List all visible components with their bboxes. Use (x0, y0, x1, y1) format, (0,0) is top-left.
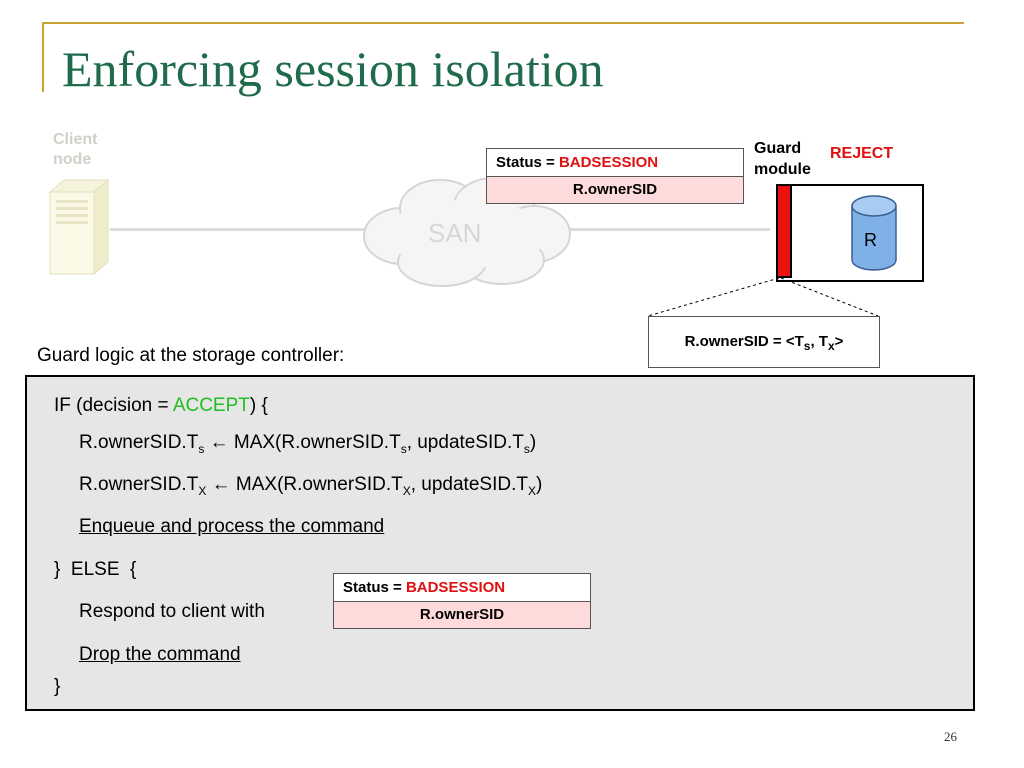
client-label-line2: node (53, 151, 92, 168)
inline-status-box: Status = BADSESSION R.ownerSID (333, 573, 591, 629)
ts-a: R.ownerSID.T (79, 432, 199, 453)
guard-module-bar (776, 184, 792, 278)
owner-sid-sub1: s (803, 339, 811, 353)
code-respond-line: Respond to client with (79, 601, 265, 622)
guard-logic-heading: Guard logic at the storage controller: (37, 345, 345, 366)
code-update-tx-line: R.ownerSID.TX ← MAX(R.ownerSID.TX, updat… (79, 474, 542, 498)
status-response-box: Status = BADSESSION R.ownerSID (486, 148, 744, 204)
tx-c: , updateSID.T (410, 474, 528, 495)
callout-lines (647, 277, 879, 317)
resource-label: R (864, 230, 877, 250)
guard-label-line2: module (754, 161, 811, 178)
server-icon (48, 178, 110, 276)
code-panel (25, 375, 975, 711)
cloud-icon (363, 177, 571, 287)
code-close-brace: } (54, 676, 61, 697)
ts-sub-c: s (523, 441, 530, 456)
status-row: Status = BADSESSION (487, 149, 743, 177)
inline-status-prefix: Status = (343, 579, 406, 596)
inline-owner-sid-row: R.ownerSID (334, 602, 590, 628)
ts-c: , updateSID.T (406, 432, 524, 453)
owner-sid-suffix: > (834, 333, 844, 350)
page-number: 26 (944, 729, 957, 744)
title-rule-top (42, 22, 964, 24)
storage-controller-box (776, 184, 924, 282)
database-cylinder-icon (851, 195, 897, 271)
if-suffix: ) { (249, 395, 268, 416)
status-value: BADSESSION (558, 154, 659, 171)
code-if-line: IF (decision = ACCEPT) { (54, 395, 268, 417)
owner-sid-callout: R.ownerSID = <Ts, Tx> (648, 316, 880, 368)
tx-d: ) (535, 474, 543, 495)
code-enqueue-line: Enqueue and process the command (79, 516, 385, 537)
tx-sub-a: X (198, 483, 207, 498)
tx-b: MAX(R.ownerSID.T (235, 474, 403, 495)
inline-status-value: BADSESSION (405, 579, 506, 596)
guard-module-label: Guard module (754, 138, 811, 180)
accept-keyword: ACCEPT (172, 395, 250, 416)
code-else-line: } ELSE { (54, 559, 137, 580)
tx-a: R.ownerSID.T (79, 474, 199, 495)
guard-label-line1: Guard (754, 140, 802, 157)
owner-sid-sub2: x (827, 339, 835, 353)
reject-label: REJECT (830, 145, 894, 162)
owner-sid-row: R.ownerSID (487, 177, 743, 203)
client-label-line1: Client (53, 131, 98, 148)
owner-sid-prefix: R.ownerSID = <T (684, 333, 804, 350)
ts-b: MAX(R.ownerSID.T (233, 432, 401, 453)
ts-sub-b: s (400, 441, 407, 456)
ts-d: ) (529, 432, 537, 453)
tx-sub-b: X (402, 483, 411, 498)
owner-sid-mid: , T (810, 333, 828, 350)
tx-sub-c: X (527, 483, 536, 498)
ts-sub-a: s (198, 441, 205, 456)
slide-title: Enforcing session isolation (62, 41, 604, 97)
inline-status-row: Status = BADSESSION (334, 574, 590, 602)
title-rule-left (42, 22, 44, 92)
status-prefix: Status = (496, 154, 559, 171)
client-node-label: Client node (53, 130, 97, 170)
if-prefix: IF (decision = (54, 395, 173, 416)
san-label: SAN (428, 218, 482, 248)
ts-arrow: ← (204, 432, 234, 453)
code-drop-line: Drop the command (79, 644, 241, 665)
tx-arrow: ← (206, 474, 236, 495)
code-update-ts-line: R.ownerSID.Ts ← MAX(R.ownerSID.Ts, updat… (79, 432, 536, 456)
